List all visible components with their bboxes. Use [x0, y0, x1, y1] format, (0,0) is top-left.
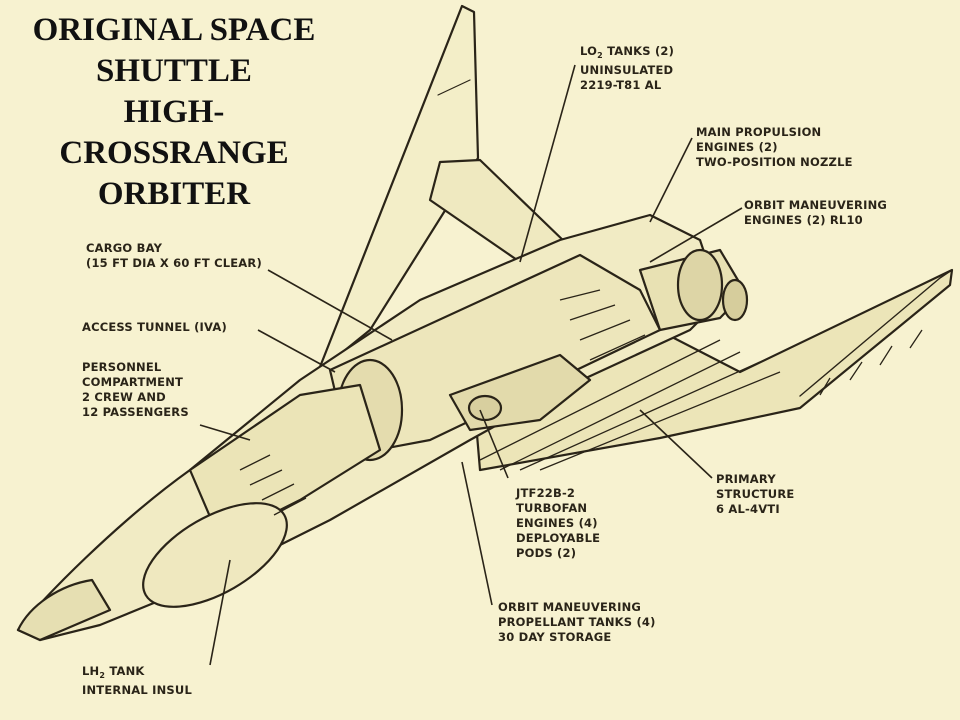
label-personnel-compartment: PERSONNEL COMPARTMENT 2 CREW AND 12 PASS… — [82, 360, 189, 419]
title-line-5: ORBITER — [97, 176, 251, 212]
lh2-tank-shape — [142, 502, 288, 608]
label-lo2-tanks: LO2 TANKS (2) UNINSULATED 2219-T81 AL — [580, 44, 675, 92]
leader-turbofan — [479, 409, 509, 479]
leader-lh2 — [209, 559, 231, 666]
label-propellant-tanks: ORBIT MANEUVERING PROPELLANT TANKS (4) 3… — [498, 600, 656, 644]
label-access-tunnel: ACCESS TUNNEL (IVA) — [82, 320, 227, 334]
title-line-3: HIGH- — [123, 94, 225, 130]
label-cargo-bay: CARGO BAY (15 FT DIA X 60 FT CLEAR) — [86, 241, 262, 270]
nose-cone — [16, 578, 112, 642]
title-line-2: SHUTTLE — [96, 53, 252, 89]
label-lh2-tank: LH2 TANK INTERNAL INSUL — [82, 664, 192, 697]
leader-oms-engines — [649, 207, 743, 263]
title-line-1: ORIGINAL SPACE — [32, 12, 316, 48]
page-title: ORIGINAL SPACE SHUTTLE HIGH- CROSSRANGE … — [14, 10, 334, 215]
label-main-propulsion: MAIN PROPULSION ENGINES (2) TWO-POSITION… — [696, 125, 853, 169]
title-line-4: CROSSRANGE — [59, 135, 289, 171]
leader-primary-structure — [639, 409, 713, 479]
leader-lo2 — [519, 64, 576, 263]
leader-cargo-bay — [267, 269, 393, 341]
label-primary-structure: PRIMARY STRUCTURE 6 AL-4VTI — [716, 472, 795, 516]
label-turbofan-engines: JTF22B-2 TURBOFAN ENGINES (4) DEPLOYABLE… — [516, 486, 601, 560]
leader-access-tunnel — [257, 329, 336, 373]
label-orbit-maneuvering-engines: ORBIT MANEUVERING ENGINES (2) RL10 — [744, 198, 888, 227]
leader-main-propulsion — [649, 137, 693, 223]
leader-propellant — [461, 461, 493, 606]
vertical-tail — [316, 4, 480, 374]
leader-personnel — [199, 424, 251, 441]
